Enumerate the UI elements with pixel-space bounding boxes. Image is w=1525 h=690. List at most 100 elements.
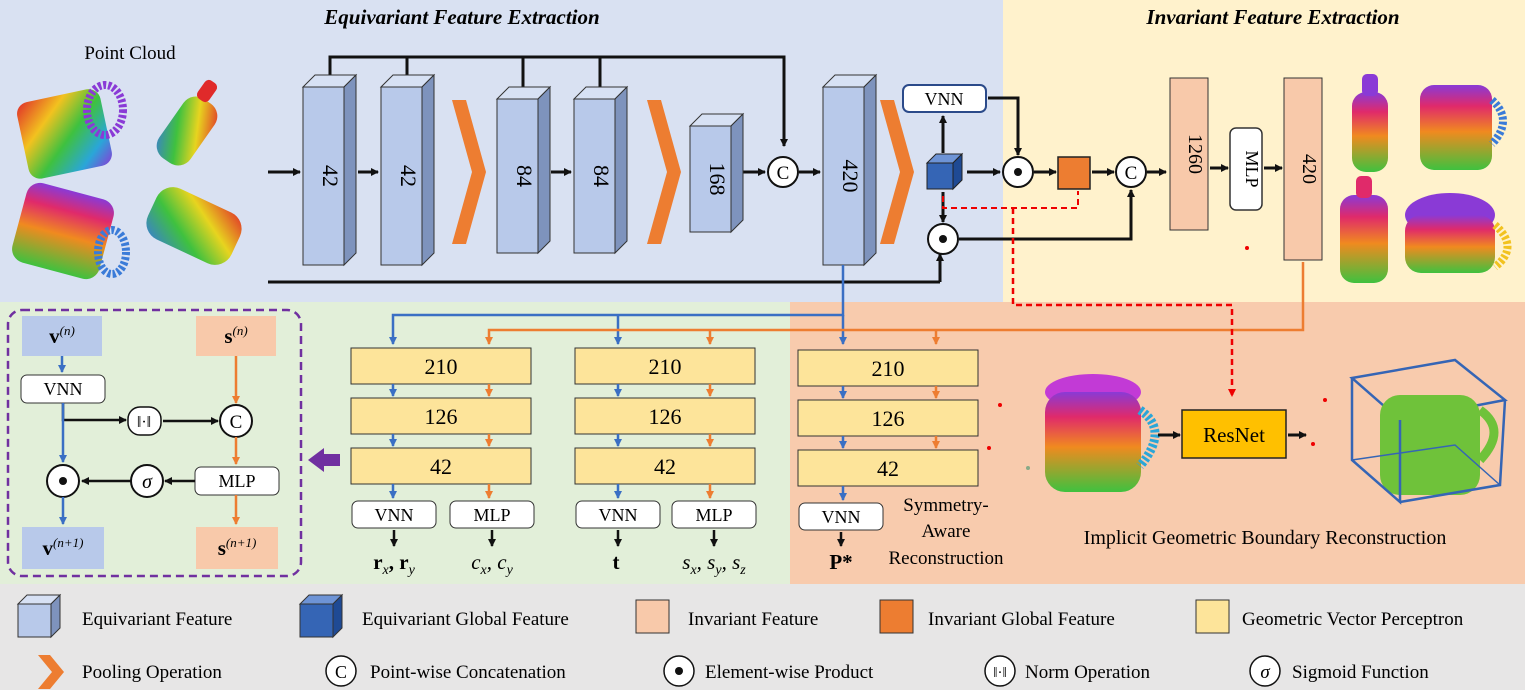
concat-op-2: C	[1115, 156, 1147, 188]
svg-text:v(n+1): v(n+1)	[43, 535, 84, 560]
equivariant-global-cube	[925, 152, 964, 191]
svg-text:210: 210	[872, 356, 905, 381]
head-rotation: 210 126 42 VNN MLP rx, ry cx, cy	[350, 347, 535, 578]
svg-text:σ: σ	[1260, 662, 1270, 683]
invariant-blocks: 1260 MLP 420	[1169, 77, 1323, 261]
product-op-top	[1002, 156, 1034, 188]
head-symmetry: 210 126 42 VNN P* Symmetry- Aware Recons…	[797, 349, 1030, 574]
svg-text:Pooling Operation: Pooling Operation	[82, 662, 222, 683]
svg-text:t: t	[613, 550, 620, 574]
equivariant-blocks: 42 42 84 84 168 420	[301, 73, 878, 267]
block-label-420: 420	[838, 160, 863, 193]
invariant-point-clouds	[1340, 74, 1512, 283]
legend-item-invariant: Invariant Feature	[635, 599, 818, 634]
svg-text:Equivariant Feature: Equivariant Feature	[82, 609, 232, 630]
feature-block-42b: 42	[379, 73, 436, 267]
invariant-global-square	[1057, 156, 1091, 190]
legend-item-gvp: Geometric Vector Perceptron	[1195, 599, 1464, 634]
pooling-chevron-3	[880, 100, 914, 244]
pooling-chevron-2	[647, 100, 681, 244]
svg-text:Equivariant Global Feature: Equivariant Global Feature	[362, 609, 569, 630]
svg-text:Aware: Aware	[922, 521, 971, 542]
svg-text:VNN: VNN	[822, 507, 861, 527]
legend-item-norm: ‖·‖ Norm Operation	[984, 655, 1151, 687]
svg-text:210: 210	[425, 354, 458, 379]
legend-item-invariant-global: Invariant Global Feature	[879, 599, 1115, 634]
svg-text:rx, ry: rx, ry	[373, 550, 415, 578]
feature-block-42a: 42	[301, 73, 358, 267]
resnet-box: ResNet	[1181, 409, 1287, 459]
svg-text:126: 126	[425, 404, 458, 429]
svg-text:VNN: VNN	[925, 89, 964, 109]
invariant-block-1260: 1260	[1169, 77, 1209, 231]
svg-text:420: 420	[1298, 154, 1320, 184]
feature-block-168: 168	[688, 112, 745, 234]
gvp-detail-panel: v(n) s(n) VNN ‖·‖ C MLP σ v(n+1) s(n+1)	[6, 308, 303, 578]
svg-text:VNN: VNN	[375, 505, 414, 525]
svg-text:C: C	[335, 662, 347, 682]
svg-text:MLP: MLP	[695, 505, 732, 525]
global-feature-section: VNN C	[902, 84, 1167, 255]
product-op-bottom	[927, 223, 959, 255]
svg-text:MLP: MLP	[1242, 150, 1262, 187]
mug-output-cloud	[1349, 358, 1508, 505]
block-label-84a: 84	[512, 165, 537, 187]
mug-input-cloud	[1045, 374, 1160, 492]
svg-text:Invariant Global Feature: Invariant Global Feature	[928, 609, 1115, 630]
svg-text:Sigmoid Function: Sigmoid Function	[1292, 662, 1429, 683]
svg-text:sx, sy, sz: sx, sy, sz	[682, 550, 746, 578]
concat-op-1: C	[767, 156, 799, 188]
block-label-42b: 42	[396, 165, 421, 187]
point-cloud-label: Point Cloud	[84, 43, 176, 64]
svg-text:42: 42	[877, 456, 899, 481]
pooling-chevrons	[452, 100, 914, 244]
svg-text:C: C	[1125, 163, 1138, 184]
svg-text:Symmetry-: Symmetry-	[903, 495, 989, 516]
mug-cloud-2	[12, 182, 130, 280]
svg-text:Norm Operation: Norm Operation	[1025, 662, 1151, 683]
svg-text:s(n): s(n)	[224, 323, 247, 348]
svg-text:σ: σ	[142, 471, 153, 493]
svg-text:MLP: MLP	[218, 471, 255, 491]
implicit-reconstruction: ResNet Implicit Geometric Boundary Recon…	[1045, 358, 1508, 549]
svg-text:Point-wise Concatenation: Point-wise Concatenation	[370, 662, 566, 683]
bottle-upright-1	[1352, 74, 1388, 172]
svg-text:‖·‖: ‖·‖	[993, 665, 1006, 681]
svg-text:126: 126	[872, 406, 905, 431]
pooling-chevron-1	[452, 100, 486, 244]
svg-text:Element-wise Product: Element-wise Product	[705, 662, 874, 683]
feature-block-420: 420	[821, 73, 878, 267]
legend-item-product: Element-wise Product	[663, 655, 874, 687]
invariant-title: Invariant Feature Extraction	[1145, 5, 1399, 29]
feature-block-84b: 84	[572, 85, 629, 255]
mug-upright-1	[1420, 85, 1507, 170]
legend-item-sigmoid: σ Sigmoid Function	[1249, 655, 1429, 687]
svg-text:Reconstruction: Reconstruction	[888, 548, 1004, 569]
svg-text:1260: 1260	[1184, 134, 1206, 174]
svg-text:ResNet: ResNet	[1203, 423, 1265, 447]
svg-text:VNN: VNN	[44, 379, 83, 399]
svg-text:Invariant Feature: Invariant Feature	[688, 609, 818, 630]
svg-text:C: C	[777, 163, 790, 184]
svg-text:Implicit Geometric Boundary Re: Implicit Geometric Boundary Reconstructi…	[1084, 527, 1447, 549]
legend-item-equivariant: Equivariant Feature	[16, 593, 232, 639]
svg-text:cx, cy: cx, cy	[471, 550, 513, 578]
feature-block-84a: 84	[495, 85, 552, 255]
svg-text:VNN: VNN	[599, 505, 638, 525]
svg-text:210: 210	[649, 354, 682, 379]
legend-item-equivariant-global: Equivariant Global Feature	[298, 593, 569, 639]
svg-text:MLP: MLP	[473, 505, 510, 525]
skip-connections	[268, 55, 944, 284]
mug-cloud-1	[17, 81, 127, 179]
mug-upright-2	[1405, 193, 1512, 273]
head-translation: 210 126 42 VNN MLP t sx, sy, sz	[574, 347, 757, 578]
block-label-84b: 84	[589, 165, 614, 187]
head-feed-lines	[389, 208, 1305, 397]
vnn-top-box: VNN	[902, 84, 987, 113]
svg-text:42: 42	[430, 454, 452, 479]
svg-text:Geometric Vector Perceptron: Geometric Vector Perceptron	[1242, 609, 1464, 630]
svg-text:‖·‖: ‖·‖	[137, 414, 151, 431]
svg-text:v(n): v(n)	[49, 323, 75, 348]
bottle-upright-2	[1340, 176, 1388, 283]
